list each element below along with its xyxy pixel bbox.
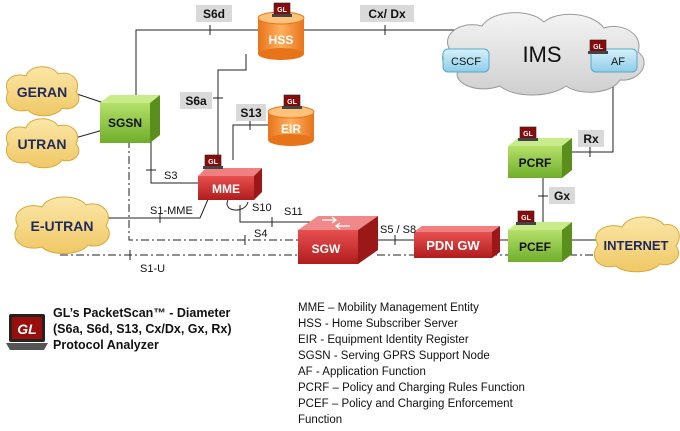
gl-logo-text: GL: [593, 44, 603, 51]
legend-item: PCRF – Policy and Charging Rules Functio…: [298, 382, 525, 394]
interface-ticks: [129, 25, 591, 260]
legend-item: EIR - Equipment Identity Register: [298, 334, 469, 346]
af-box: AF: [590, 48, 638, 73]
interface-labels: S6d Cx/ Dx S6a S13 Rx Gx S3 S1-MME S10 S…: [140, 5, 604, 275]
hss-cylinder: HSS: [257, 11, 305, 60]
gl-laptop-icon-ims: GL: [588, 39, 608, 54]
rx-label: Rx: [583, 132, 599, 146]
pcef-label: PCEF: [519, 240, 551, 254]
s1-mme-label: S1-MME: [150, 205, 193, 217]
s6d-label: S6d: [203, 7, 225, 21]
cscf-label: CSCF: [451, 56, 481, 68]
pcrf-label: PCRF: [519, 156, 552, 170]
internet-cloud: INTERNET: [593, 216, 680, 273]
router-arrows-icon: [322, 216, 350, 230]
legend-item: SGSN - Serving GPRS Support Node: [298, 350, 490, 362]
s10-label: S10: [252, 202, 272, 214]
mme-label: MME: [212, 182, 240, 196]
eir-cylinder: EIR: [267, 105, 315, 146]
mme-box: MME: [198, 168, 262, 200]
abbreviation-legend: MME – Mobility Management Entity HSS - H…: [298, 300, 678, 428]
link-sgsn-mme-s3: [150, 140, 200, 184]
s13-label: S13: [240, 106, 262, 120]
link-sgsn-hss: [135, 29, 268, 95]
link-pcrf-af-rx: [566, 70, 614, 153]
pcef-box: PCEF: [508, 222, 572, 262]
gl-logo-text: GL: [521, 215, 531, 222]
sgsn-box: SGSN: [100, 95, 160, 143]
caption-line-3: Protocol Analyzer: [53, 338, 159, 352]
utran-cloud: UTRAN: [6, 118, 80, 169]
af-label: AF: [611, 56, 625, 68]
link-sgsn-sgw-s4: [128, 140, 305, 241]
gl-laptop-icon-hss: GL: [272, 2, 292, 17]
ims-cloud: IMS: [442, 12, 645, 96]
link-hss-mme-s6a: [217, 54, 247, 160]
s6a-label: S6a: [185, 94, 207, 108]
legend-item: Function: [298, 414, 343, 426]
s3-label: S3: [164, 170, 177, 182]
sgw-box: SGW: [298, 216, 378, 264]
sgw-label: SGW: [312, 242, 341, 256]
gl-laptop-icon-mme: GL: [203, 154, 223, 169]
pdn-gw-box: PDN GW: [414, 226, 500, 258]
ims-label: IMS: [522, 42, 561, 67]
utran-label: UTRAN: [18, 136, 67, 152]
link-mme-eir: [232, 124, 270, 160]
pdn-gw-label: PDN GW: [426, 238, 480, 253]
s11-label: S11: [284, 206, 303, 218]
geran-cloud: GERAN: [6, 66, 80, 117]
geran-label: GERAN: [17, 84, 68, 100]
gl-product-logo-icon: GL: [6, 314, 48, 350]
legend-item: MME – Mobility Management Entity: [298, 302, 479, 314]
gx-label: Gx: [554, 189, 570, 203]
caption-line-1: GL’s PacketScan™ - Diameter: [53, 306, 231, 320]
link-mme-s10-loop: [226, 199, 249, 211]
caption-line-2: (S6a, S6d, S13, Cx/Dx, Gx, Rx): [53, 322, 232, 336]
cscf-box: CSCF: [442, 48, 490, 73]
e-utran-cloud: E-UTRAN: [14, 196, 110, 254]
s5-s8-label: S5 / S8: [380, 224, 416, 236]
internet-label: INTERNET: [604, 238, 669, 253]
gl-laptop-icon-pcef: GL: [516, 210, 536, 225]
legend-item: AF - Application Function: [298, 366, 426, 378]
link-mme-sgw-s11: [239, 205, 310, 223]
gl-logo-text: GL: [523, 131, 533, 138]
gl-logo-text: GL: [208, 159, 218, 166]
s1-u-label: S1-U: [140, 263, 165, 275]
legend-item: HSS - Home Subscriber Server: [298, 318, 458, 330]
gl-logo-text: GL: [17, 321, 36, 337]
gl-logo-text: GL: [277, 7, 287, 14]
gl-laptop-icon-eir: GL: [282, 94, 302, 109]
e-utran-label: E-UTRAN: [31, 218, 94, 234]
cx-dx-label: Cx/ Dx: [368, 7, 406, 21]
hss-label: HSS: [269, 33, 294, 47]
gl-logo-text: GL: [287, 99, 297, 106]
eir-label: EIR: [281, 122, 301, 136]
s4-label: S4: [254, 228, 267, 240]
legend-item: PCEF – Policy and Charging Enforcement: [298, 398, 513, 410]
sgsn-label: SGSN: [108, 116, 142, 130]
pcrf-box: PCRF: [508, 138, 572, 178]
product-caption: GL’s PacketScan™ - Diameter (S6a, S6d, S…: [53, 305, 268, 353]
gl-laptop-icon-pcrf: GL: [518, 126, 538, 141]
